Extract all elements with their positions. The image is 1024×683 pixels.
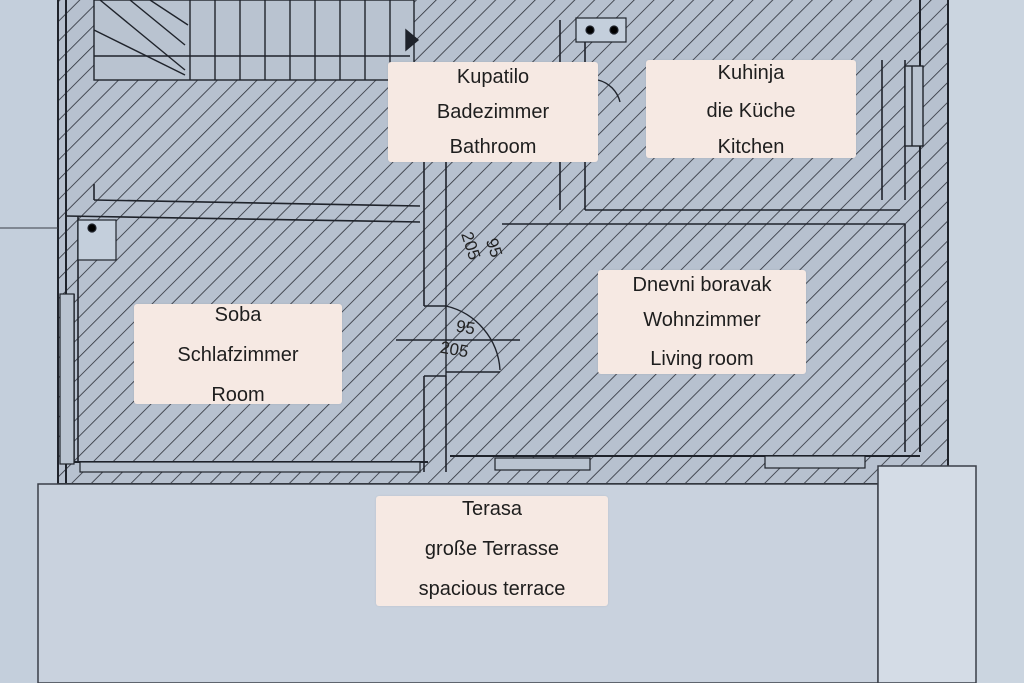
socket-top <box>575 17 627 43</box>
label-line: Badezimmer <box>436 101 550 123</box>
left-window <box>59 293 75 465</box>
label-line: spacious terrace <box>418 578 566 600</box>
door-swings <box>396 79 621 376</box>
label-line: die Küche <box>706 100 796 122</box>
label-line: große Terrasse <box>424 538 560 560</box>
label-line: Room <box>211 384 265 406</box>
bottom-windows <box>79 455 866 473</box>
label-line: Soba <box>214 304 262 326</box>
label-line: Terasa <box>461 498 523 520</box>
room-label-bathroom: Kupatilo Badezimmer Bathroom <box>388 62 598 162</box>
room-label-kitchen: Kuhinja die Küche Kitchen <box>646 60 856 158</box>
terrace-area-right <box>877 465 977 683</box>
room-label-living: Dnevni boravak Wohnzimmer Living room <box>598 270 806 374</box>
label-line: Kitchen <box>717 136 785 158</box>
label-line: Living room <box>650 348 754 370</box>
room-door-width: 95 <box>454 316 477 339</box>
label-line: Kupatilo <box>456 66 530 88</box>
label-line: Bathroom <box>449 136 537 158</box>
label-line: Schlafzimmer <box>177 344 299 366</box>
label-line: Wohnzimmer <box>643 309 761 331</box>
socket-left <box>77 219 117 261</box>
label-line: Dnevni boravak <box>632 274 772 296</box>
room-label-bedroom: Soba Schlafzimmer Room <box>134 304 342 406</box>
staircase <box>93 0 420 81</box>
label-line: Kuhinja <box>717 62 785 84</box>
interior-walls <box>65 20 906 472</box>
right-window <box>904 65 924 147</box>
room-label-terrace: Terasa große Terrasse spacious terrace <box>376 496 608 606</box>
